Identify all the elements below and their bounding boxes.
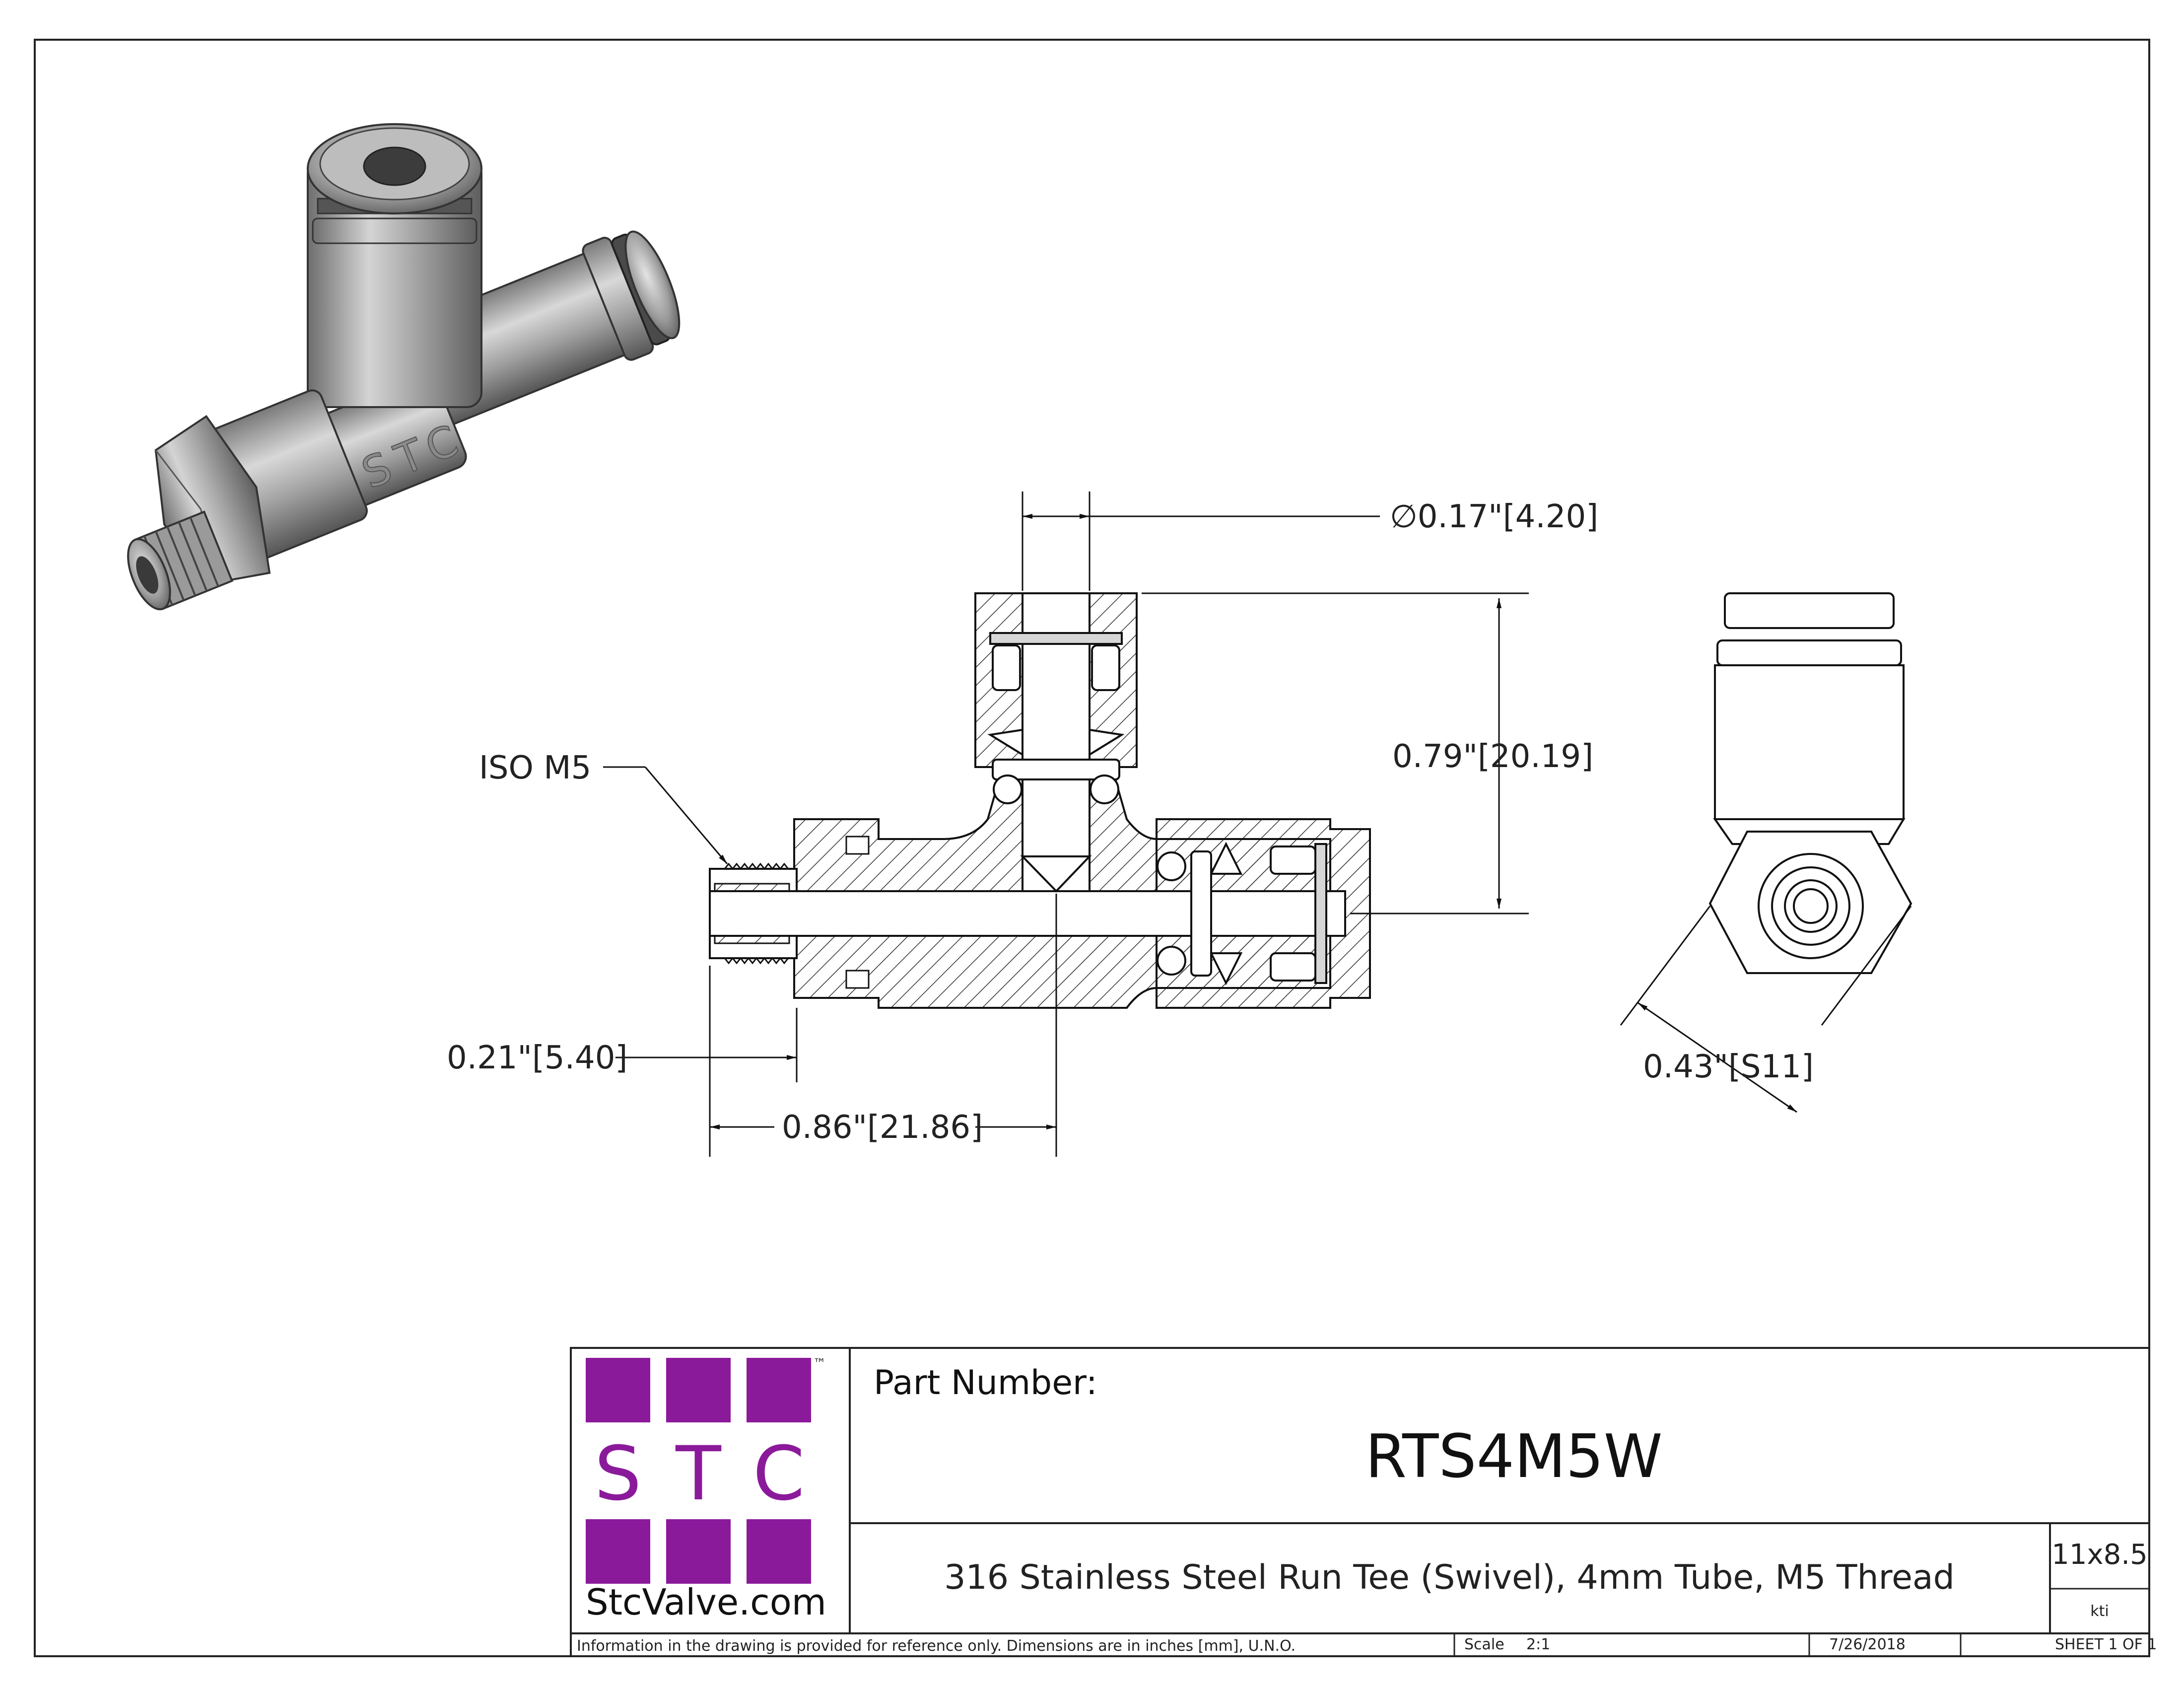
section-view	[709, 592, 1371, 1009]
scale-value: 2:1	[1526, 1636, 1550, 1653]
dim-hex-flats: 0.43"[S11]	[1643, 1049, 1814, 1085]
part-description: 316 Stainless Steel Run Tee (Swivel), 4m…	[944, 1558, 1955, 1597]
end-view	[1708, 592, 1912, 974]
dim-center-length: 0.86"[21.86]	[782, 1109, 983, 1146]
isometric-view: STC	[127, 123, 681, 611]
logo-website: StcValve.com	[586, 1581, 826, 1623]
sheet-size: 11x8.5	[2051, 1539, 2147, 1571]
logo-letter-s: S	[594, 1431, 641, 1517]
dim-bore-diameter: ∅0.17"[4.20]	[1390, 498, 1598, 535]
drawing-date: 7/26/2018	[1829, 1636, 1906, 1653]
disclaimer: Information in the drawing is provided f…	[577, 1637, 1296, 1655]
part-number-label: Part Number:	[874, 1363, 1097, 1403]
sheet-number: SHEET 1 OF 1	[2055, 1636, 2157, 1653]
logo-letter-t: T	[675, 1431, 722, 1517]
part-number-value: RTS4M5W	[1365, 1422, 1662, 1491]
stc-logo: S T C ™ StcValve.com	[586, 1356, 826, 1623]
dim-thread-callout: ISO M5	[479, 750, 591, 786]
drawn-by: kti	[2090, 1603, 2109, 1620]
dim-thread-length: 0.21"[5.40]	[447, 1040, 627, 1076]
title-block: S T C ™ StcValve.com Part Number: RTS4M5…	[570, 1347, 2157, 1657]
scale-label: Scale	[1464, 1636, 1504, 1653]
dim-height: 0.79"[20.19]	[1392, 738, 1593, 775]
dimension-texts: ∅0.17"[4.20] 0.79"[20.19] ISO M5 0.21"[5…	[447, 498, 1814, 1146]
logo-tm: ™	[813, 1356, 826, 1371]
dimension-lines	[603, 492, 1912, 1157]
logo-letter-c: C	[753, 1431, 805, 1517]
